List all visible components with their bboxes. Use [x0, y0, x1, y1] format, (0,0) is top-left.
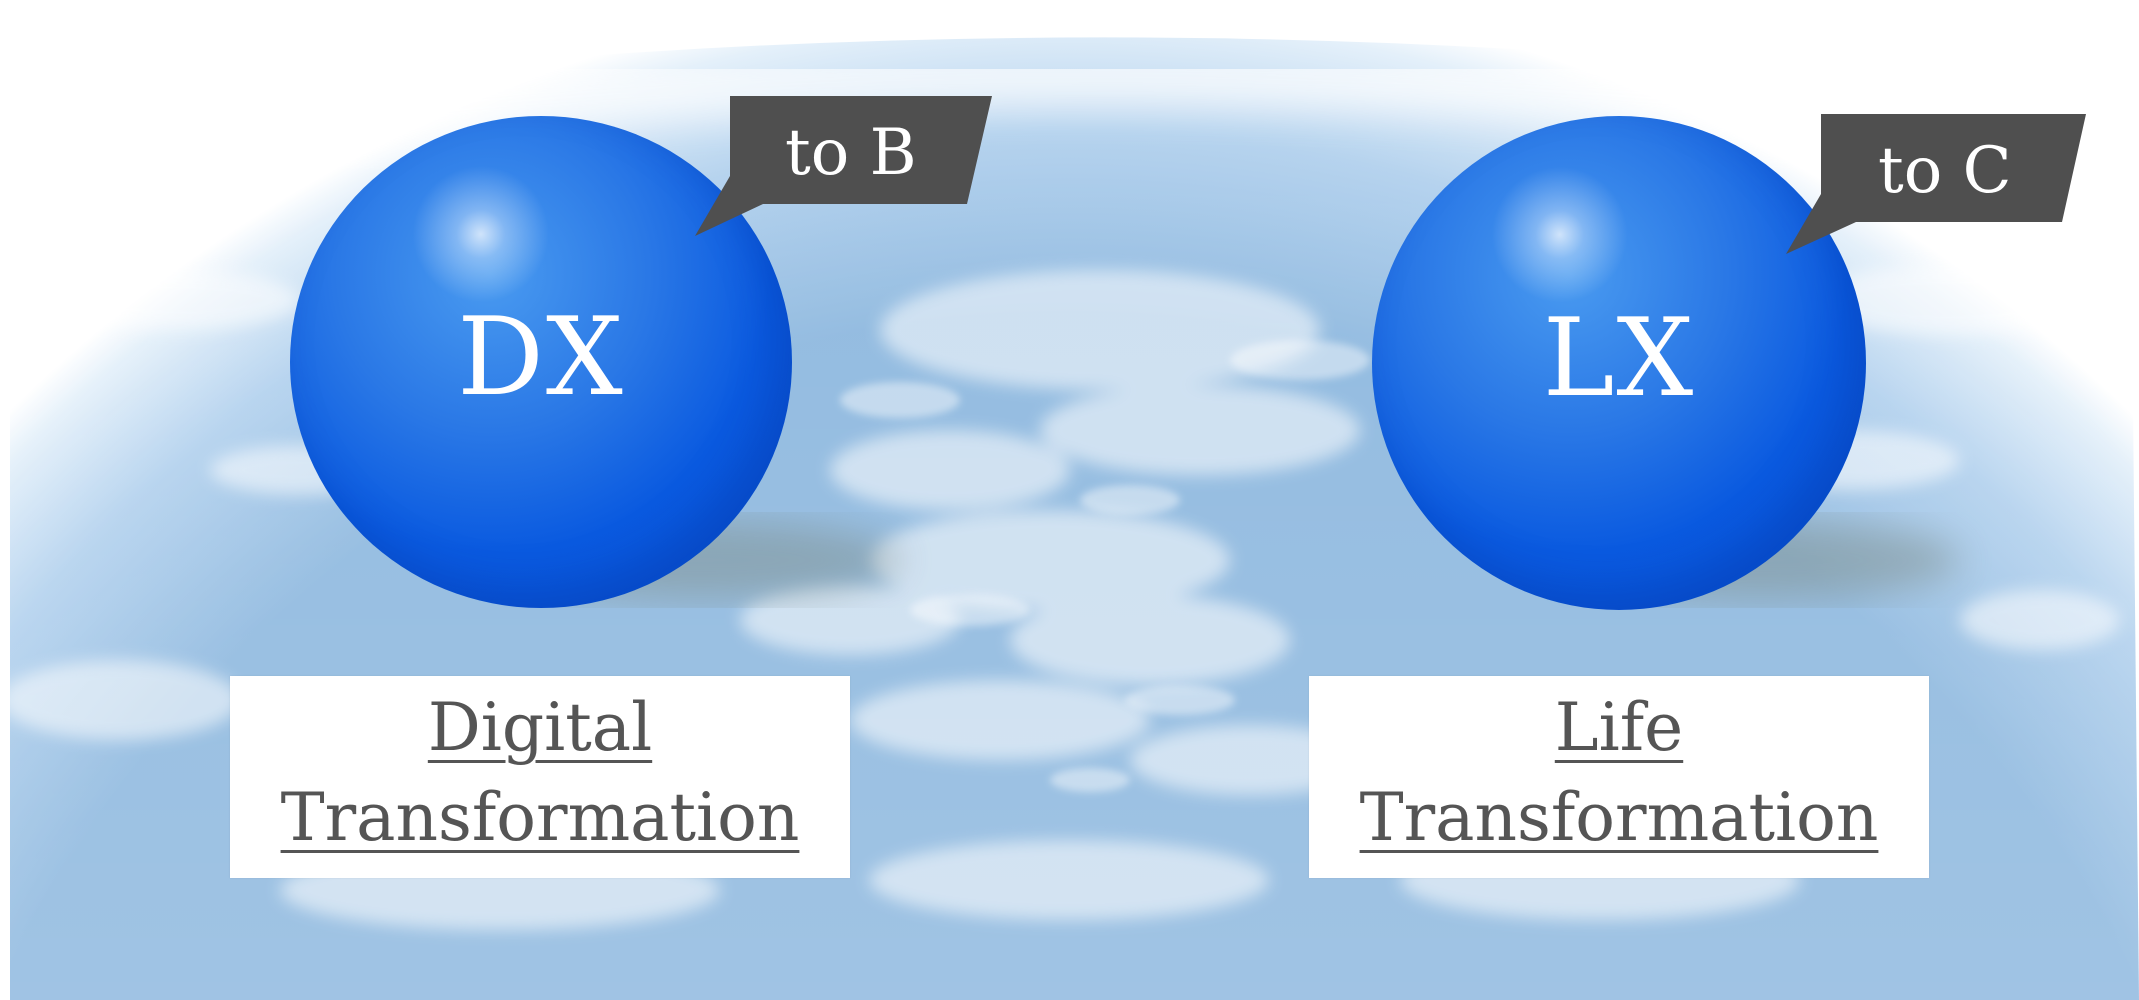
life-transformation-caption: Life Transformation — [1309, 676, 1929, 878]
to-c-label: to C — [1878, 134, 2012, 208]
caption-line-digital: Digital — [427, 689, 653, 766]
dx-label: DX — [457, 295, 625, 420]
caption-line-transformation: Transformation — [1359, 779, 1879, 856]
callout-shape-icon — [1786, 114, 2086, 254]
to-b-label: to B — [785, 116, 917, 190]
lx-label: LX — [1542, 296, 1696, 421]
caption-line-life: Life — [1554, 689, 1684, 766]
dx-sphere: DX — [290, 116, 792, 608]
digital-transformation-caption: Digital Transformation — [230, 676, 850, 878]
callout-shape-icon — [695, 96, 992, 236]
caption-line-transformation: Transformation — [280, 779, 800, 856]
to-b-callout: to B — [695, 96, 995, 236]
to-c-callout: to C — [1786, 114, 2086, 254]
lx-sphere: LX — [1372, 116, 1866, 610]
